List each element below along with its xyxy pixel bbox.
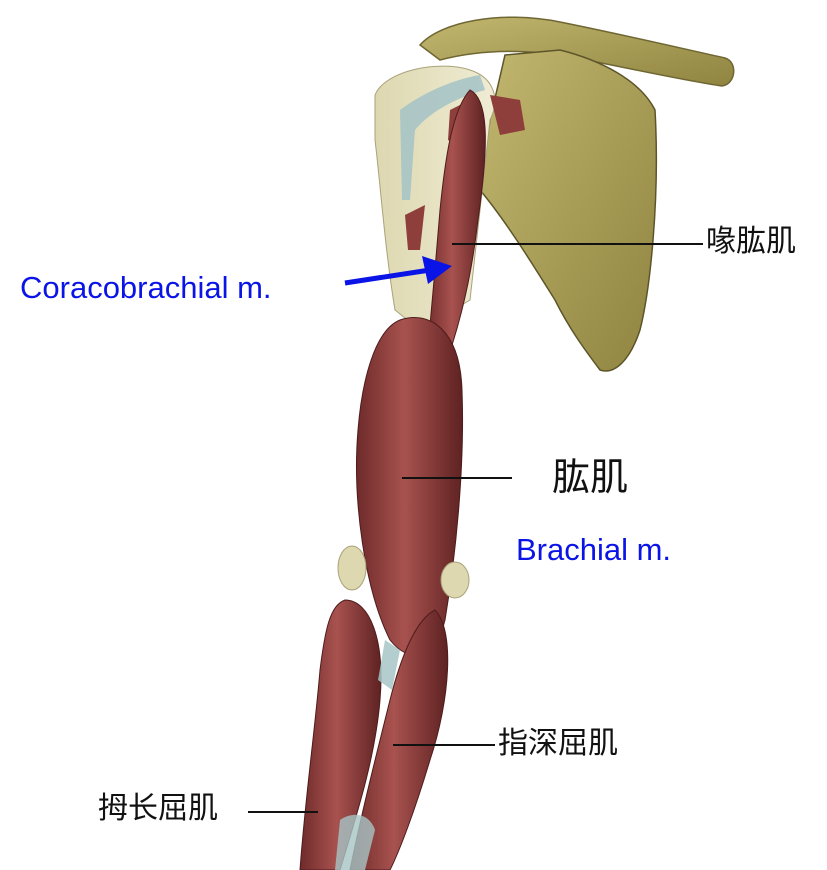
lateral-epicondyle [441,562,469,598]
brachialis-label-en: Brachial m. [516,534,671,565]
flexor-pollicis-longus-label: 拇长屈肌 [98,794,218,824]
flexor-digitorum-profundus-label: 指深屈肌 [498,729,618,759]
coracobrachialis-label-cn: 喙肱肌 [706,227,796,257]
medial-epicondyle [338,546,366,590]
brachialis-muscle [357,318,463,656]
coracobrachialis-label-en: Coracobrachial m. [20,272,272,303]
brachialis-label-cn: 肱肌 [552,458,628,496]
